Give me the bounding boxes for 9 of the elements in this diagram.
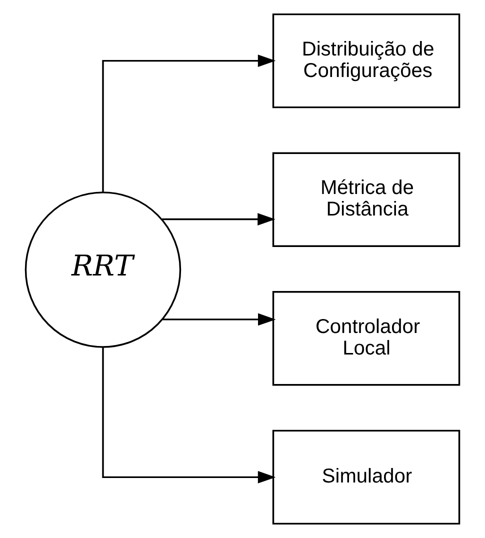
node-box: Distribuição de Configurações <box>272 13 460 108</box>
arrow <box>102 54 276 192</box>
arrow <box>102 348 276 484</box>
node-circle: RRT <box>24 192 182 348</box>
node-box: Métrica de Distância <box>272 152 460 247</box>
arrow <box>162 213 276 226</box>
node-box: Simulador <box>272 430 460 525</box>
arrow <box>162 313 276 326</box>
node-box: Controlador Local <box>272 291 460 386</box>
